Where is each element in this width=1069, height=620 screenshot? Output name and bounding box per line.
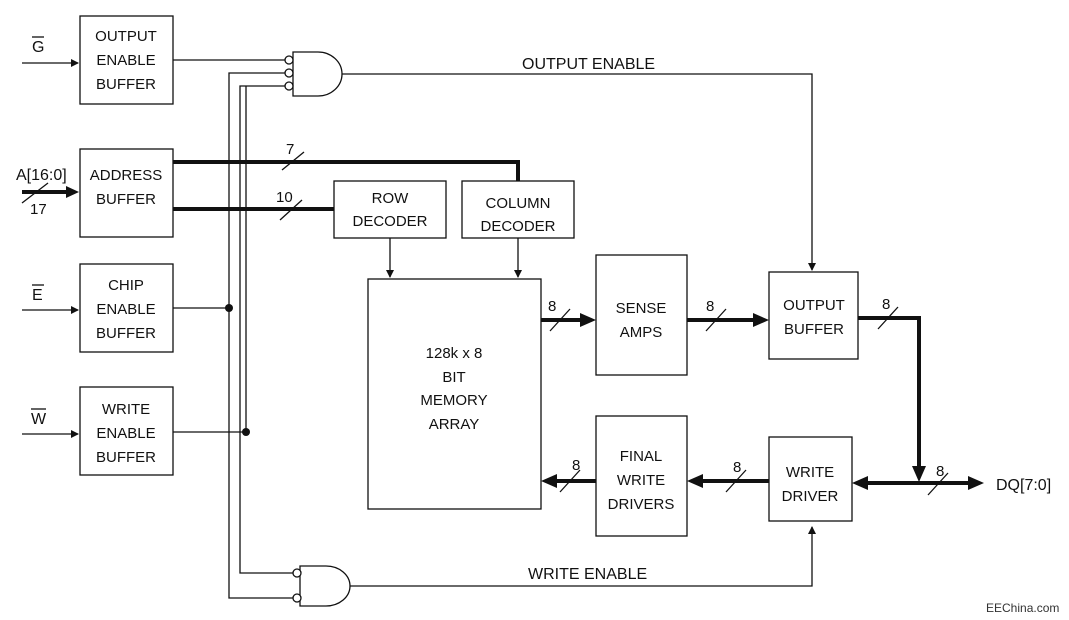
column-decoder-line1: COLUMN (485, 195, 550, 212)
dq-label: DQ[7:0] (996, 477, 1051, 494)
sense-out-width: 8 (706, 298, 714, 315)
signal-g-label: G (32, 39, 44, 56)
signal-a-label: A[16:0] (16, 167, 67, 184)
output-to-dq-bus (858, 316, 921, 468)
write-driver: WRITE DRIVER (768, 436, 853, 522)
memory-array-line2: BIT (442, 369, 465, 386)
signal-a: A[16:0] 17 (16, 167, 67, 218)
address-buffer-line2: BUFFER (96, 191, 156, 208)
memory-array-line3: MEMORY (420, 392, 487, 409)
signal-w: W (31, 408, 47, 428)
we-line-to-bottom-gate (239, 85, 296, 574)
sense-amps-line1: SENSE (616, 300, 667, 317)
fwd-line1: FINAL (620, 448, 663, 465)
final-write-drivers: FINAL WRITE DRIVERS (595, 415, 688, 537)
signal-g: G (32, 36, 44, 56)
row-decoder-line2: DECODER (352, 213, 427, 230)
sense-out-slash (705, 308, 727, 332)
chip-enable-buffer-line1: CHIP (108, 277, 144, 294)
output-enable-and-gate (284, 51, 343, 97)
sense-amps: SENSE AMPS (595, 254, 688, 376)
write-enable-buffer-line3: BUFFER (96, 449, 156, 466)
signal-e: E (32, 284, 44, 304)
memory-array: 128k x 8 BIT MEMORY ARRAY (367, 278, 542, 510)
write-driver-line2: DRIVER (782, 488, 839, 505)
write-enable-label: WRITE ENABLE (528, 566, 647, 583)
column-decoder-line2: DECODER (480, 218, 555, 235)
column-address-bus (173, 160, 520, 181)
chip-enable-buffer-line2: ENABLE (96, 301, 155, 318)
signal-a-width: 17 (30, 201, 47, 218)
row-bus-slash (279, 199, 303, 221)
memory-array-line4: ARRAY (429, 416, 480, 433)
fwd-line2: WRITE (617, 472, 665, 489)
write-enable-and-gate (292, 565, 351, 607)
write-driver-line1: WRITE (786, 464, 834, 481)
output-enable-buffer: OUTPUT ENABLE BUFFER (79, 15, 174, 105)
write-enable-buffer: WRITE ENABLE BUFFER (79, 386, 174, 476)
col-bus-width: 7 (286, 141, 294, 158)
memory-array-line1: 128k x 8 (426, 345, 483, 362)
write-enable-buffer-line2: ENABLE (96, 425, 155, 442)
fwd-array-width: 8 (572, 457, 580, 474)
fwd-line3: DRIVERS (608, 496, 675, 513)
array-sense-slash (549, 308, 571, 332)
write-enable-buffer-line1: WRITE (102, 401, 150, 418)
output-enable-buffer-line2: ENABLE (96, 52, 155, 69)
col-bus-slash (281, 151, 305, 171)
write-enable-line (350, 526, 816, 587)
output-buffer-line2: BUFFER (784, 321, 844, 338)
output-buffer-line1: OUTPUT (783, 297, 845, 314)
signal-w-label: W (31, 411, 47, 428)
chip-enable-buffer-line3: BUFFER (96, 325, 156, 342)
output-enable-label: OUTPUT ENABLE (522, 56, 655, 73)
row-decoder: ROW DECODER (333, 180, 447, 239)
output-enable-line (342, 73, 816, 271)
signal-e-label: E (32, 287, 43, 304)
output-enable-buffer-line1: OUTPUT (95, 28, 157, 45)
out-dq-slash (877, 306, 899, 330)
a-bus-slash (21, 182, 49, 204)
output-enable-buffer-line3: BUFFER (96, 76, 156, 93)
out-dq-width: 8 (882, 296, 890, 313)
address-buffer: ADDRESS BUFFER (79, 148, 174, 238)
array-sense-width: 8 (548, 298, 556, 315)
fwd-array-slash (559, 469, 581, 493)
dq-bus-width: 8 (936, 463, 944, 480)
row-bus-width: 10 (276, 189, 293, 206)
sense-amps-line2: AMPS (620, 324, 663, 341)
dq-bus-slash (927, 472, 949, 496)
wd-fwd-width: 8 (733, 459, 741, 476)
column-decoder: COLUMN DECODER (461, 180, 575, 239)
ce-line (228, 72, 296, 599)
row-decoder-line1: ROW (372, 190, 410, 207)
output-buffer: OUTPUT BUFFER (768, 271, 859, 360)
chip-enable-buffer: CHIP ENABLE BUFFER (79, 263, 174, 353)
watermark: EEChina.com (986, 601, 1059, 615)
wd-fwd-slash (725, 469, 747, 493)
address-buffer-line1: ADDRESS (90, 167, 163, 184)
